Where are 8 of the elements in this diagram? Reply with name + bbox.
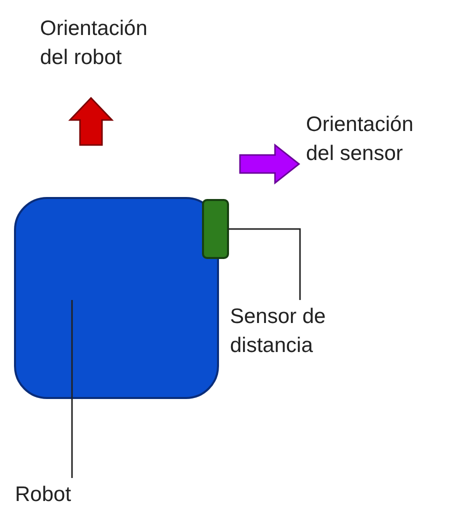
leader-line — [228, 228, 301, 300]
callout-label: Robot — [15, 480, 215, 509]
robot-body — [14, 197, 219, 399]
leader-line — [71, 300, 73, 478]
direction-label: Orientación del robot — [40, 16, 148, 71]
direction-label: Orientación del sensor — [306, 112, 414, 167]
callout-label: Sensor de distancia — [230, 302, 360, 360]
sensor-block — [202, 199, 229, 259]
